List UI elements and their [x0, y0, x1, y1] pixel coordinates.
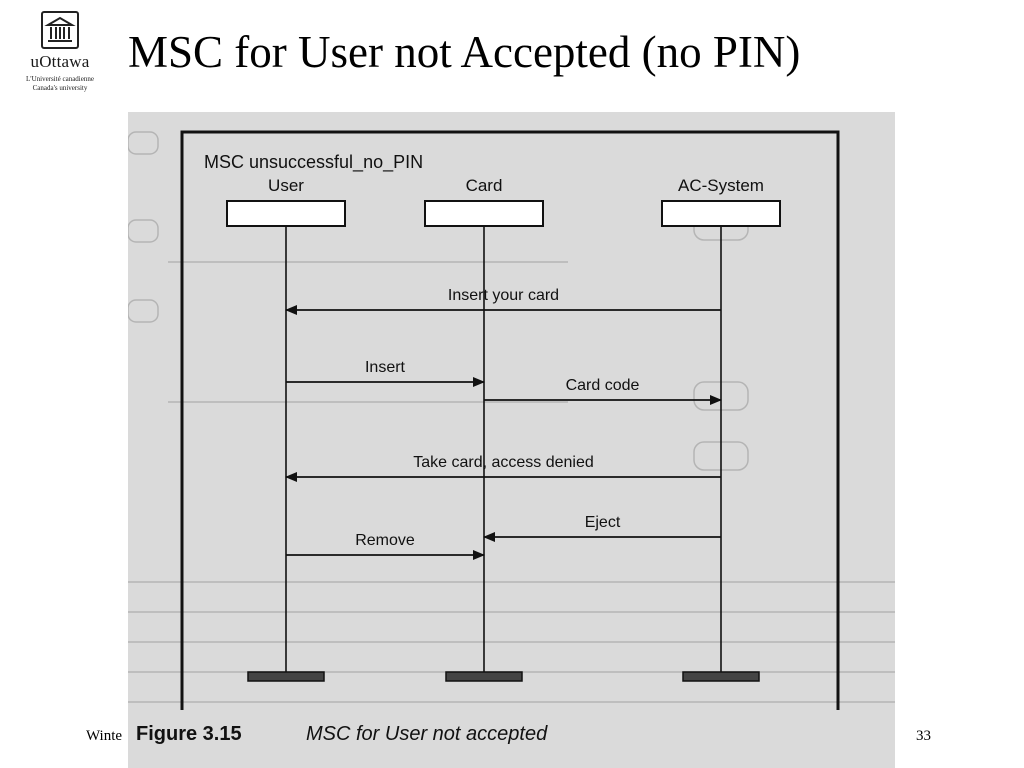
- scanned-figure: Figure 3.15 MSC for User not accepted MS…: [128, 112, 895, 768]
- msc-name: MSC unsuccessful_no_PIN: [204, 152, 423, 173]
- page-number: 33: [916, 728, 931, 744]
- logo-subtitle-line2: Canada's university: [32, 84, 88, 92]
- instance-name: AC-System: [678, 176, 764, 195]
- message-label: Insert: [365, 359, 406, 376]
- message-label: Insert your card: [448, 287, 559, 304]
- figure-number: Figure 3.15: [136, 723, 242, 745]
- instance-head: [226, 200, 346, 227]
- university-logo: uOttawa L'Université canadienne Canada's…: [10, 10, 110, 93]
- caption-band: [128, 710, 895, 768]
- instance-head: [424, 200, 544, 227]
- message-label: Remove: [355, 532, 415, 549]
- footer-text: Winte: [86, 728, 123, 744]
- message-label: Card code: [566, 377, 640, 394]
- instance-head: [661, 200, 781, 227]
- instances-layer: User Card AC-System: [226, 176, 781, 682]
- instance-end: [445, 671, 523, 682]
- figure-caption: MSC for User not accepted: [306, 723, 548, 745]
- instance-end: [682, 671, 760, 682]
- logo-subtitle-line1: L'Université canadienne: [26, 75, 94, 83]
- msc-diagram: Figure 3.15 MSC for User not accepted MS…: [128, 130, 895, 768]
- instance-end: [247, 671, 325, 682]
- university-building-icon: [41, 11, 79, 49]
- instance-name: User: [268, 176, 304, 195]
- instance-name: Card: [466, 176, 503, 195]
- message-label: Eject: [585, 514, 621, 531]
- message-label: Take card, access denied: [413, 454, 594, 471]
- logo-name: uOttawa: [30, 52, 90, 71]
- slide-title: MSC for User not Accepted (no PIN): [128, 27, 801, 77]
